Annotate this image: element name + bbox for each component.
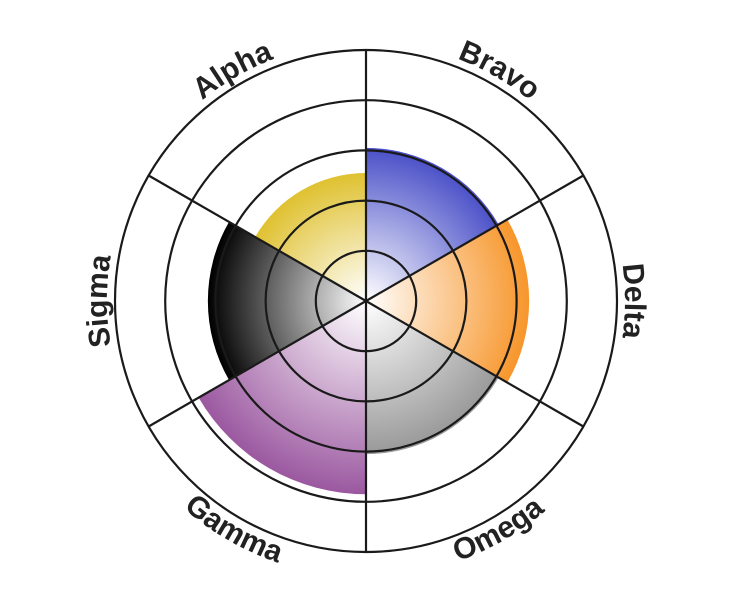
grid-spoke-2 [365, 300, 584, 428]
grid-spoke-5 [148, 174, 367, 302]
wedge-delta[interactable] [366, 219, 530, 383]
grid [113, 48, 619, 554]
label-delta: Delta [616, 262, 652, 341]
label-gamma: Gamma [179, 488, 288, 570]
label-bravo: Bravo [454, 34, 546, 106]
label-alpha: Alpha [186, 35, 277, 106]
wedge-sigma[interactable] [207, 221, 366, 381]
label-omega: Omega [448, 490, 550, 568]
grid-spoke-1 [365, 174, 584, 302]
grid-spoke-4 [148, 300, 367, 428]
label-sigma: Sigma [81, 252, 118, 349]
